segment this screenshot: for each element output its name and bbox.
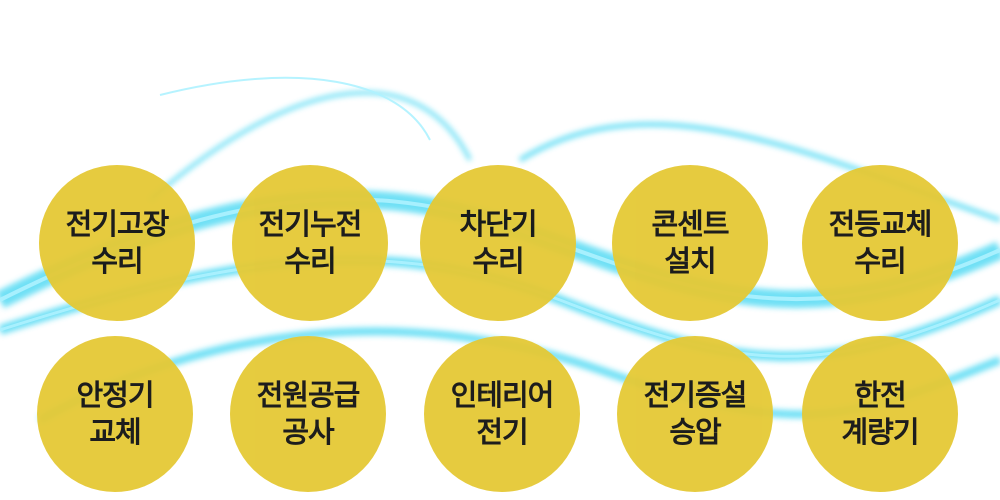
service-label-line2: 설치 xyxy=(664,244,716,278)
service-label-line1: 전기증설 xyxy=(643,378,748,412)
service-label-line2: 수리 xyxy=(854,244,906,278)
service-label-line1: 콘센트 xyxy=(651,207,729,241)
service-label-line2: 승압 xyxy=(669,415,721,449)
service-label-line2: 계량기 xyxy=(841,415,919,449)
service-label-line2: 교체 xyxy=(89,415,141,449)
service-label-line1: 안정기 xyxy=(76,378,154,412)
service-label-line1: 한전 xyxy=(854,378,906,412)
service-label-line2: 수리 xyxy=(472,244,524,278)
service-label-line1: 인테리어 xyxy=(450,378,555,412)
service-label-line1: 전등교체 xyxy=(828,207,933,241)
service-label-line2: 수리 xyxy=(91,244,143,278)
service-label-line2: 전기 xyxy=(476,415,528,449)
service-label-line1: 차단기 xyxy=(459,207,537,241)
service-label-line1: 전기고장 xyxy=(65,207,170,241)
service-label-line1: 전원공급 xyxy=(256,378,361,412)
service-label-line2: 수리 xyxy=(284,244,336,278)
service-label-line2: 공사 xyxy=(282,415,334,449)
service-label-line1: 전기누전 xyxy=(258,207,363,241)
